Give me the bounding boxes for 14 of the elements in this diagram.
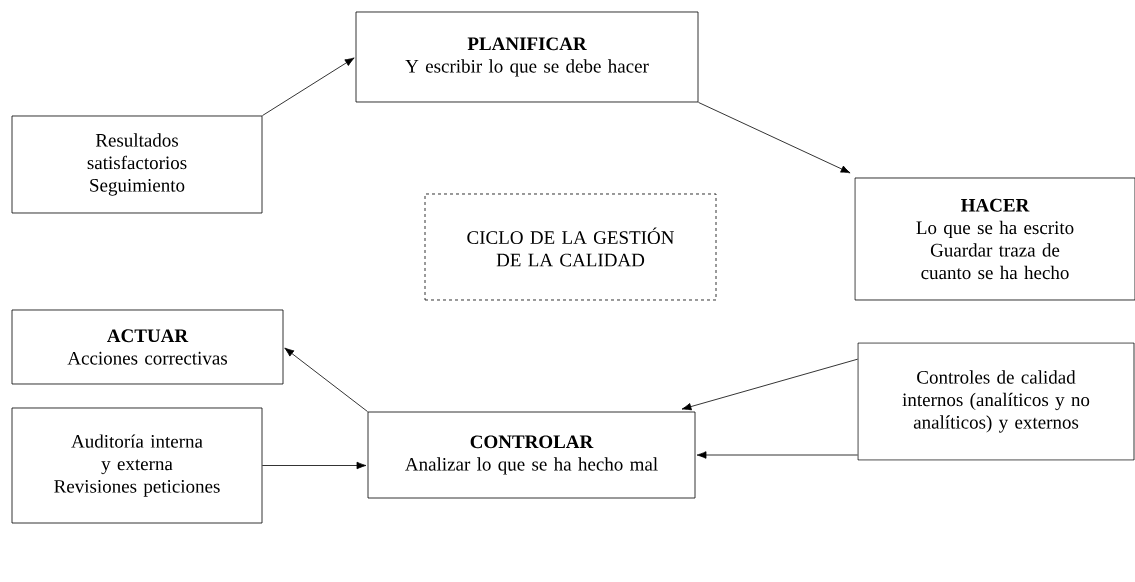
process-box: PLANIFICAR Y escribir lo que se debe hacer — [355, 11, 699, 103]
arrow — [696, 451, 858, 459]
arrow — [698, 102, 851, 174]
arrow — [262, 57, 355, 116]
note-box: Auditoría interna y externa Revisiones peticiones — [11, 407, 263, 524]
process-box: CONTROLAR Analizar lo que se ha hecho mal — [367, 411, 696, 499]
title-box: CICLO DE LA GESTIÓN DE LA CALIDAD — [424, 193, 717, 301]
arrow — [681, 358, 858, 411]
note-box: Controles de calidad internos (analíticos y no analíticos) y externos — [857, 342, 1135, 461]
process-box: HACER Lo que se ha escrito Guardar traza de cuanto se ha hecho — [854, 177, 1135, 301]
note-box: Resultados satisfactorios Seguimiento — [11, 115, 263, 214]
arrow — [262, 461, 367, 470]
process-box: ACTUAR Acciones correctivas — [11, 309, 284, 385]
arrow — [284, 347, 368, 412]
